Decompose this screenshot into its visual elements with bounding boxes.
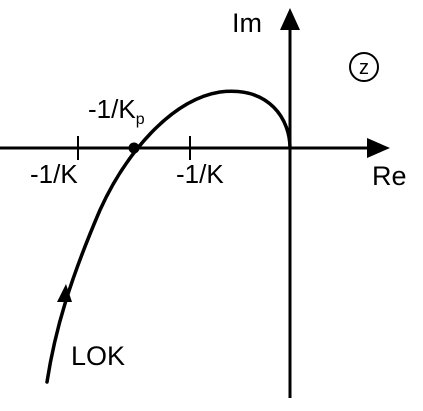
- curve-direction-arrow: [57, 284, 72, 302]
- imaginary-axis-arrowhead: [280, 8, 300, 30]
- real-axis-arrowhead: [367, 138, 390, 158]
- plane-symbol-label: z: [359, 57, 369, 79]
- intersection-label-subscript: p: [136, 111, 145, 128]
- tick-right-label: -1/K: [176, 159, 224, 189]
- plane-symbol-circle: [349, 52, 379, 82]
- intersection-label: -1/Kp: [88, 94, 145, 128]
- intersection-label-main: -1/K: [88, 94, 136, 124]
- real-axis-label: Re: [372, 161, 407, 191]
- lok-curve: [45, 89, 292, 384]
- intersection-point: [128, 142, 140, 154]
- imaginary-axis-label: Im: [232, 8, 262, 38]
- tick-left-label: -1/K: [30, 159, 78, 189]
- curve-label: LOK: [71, 341, 125, 371]
